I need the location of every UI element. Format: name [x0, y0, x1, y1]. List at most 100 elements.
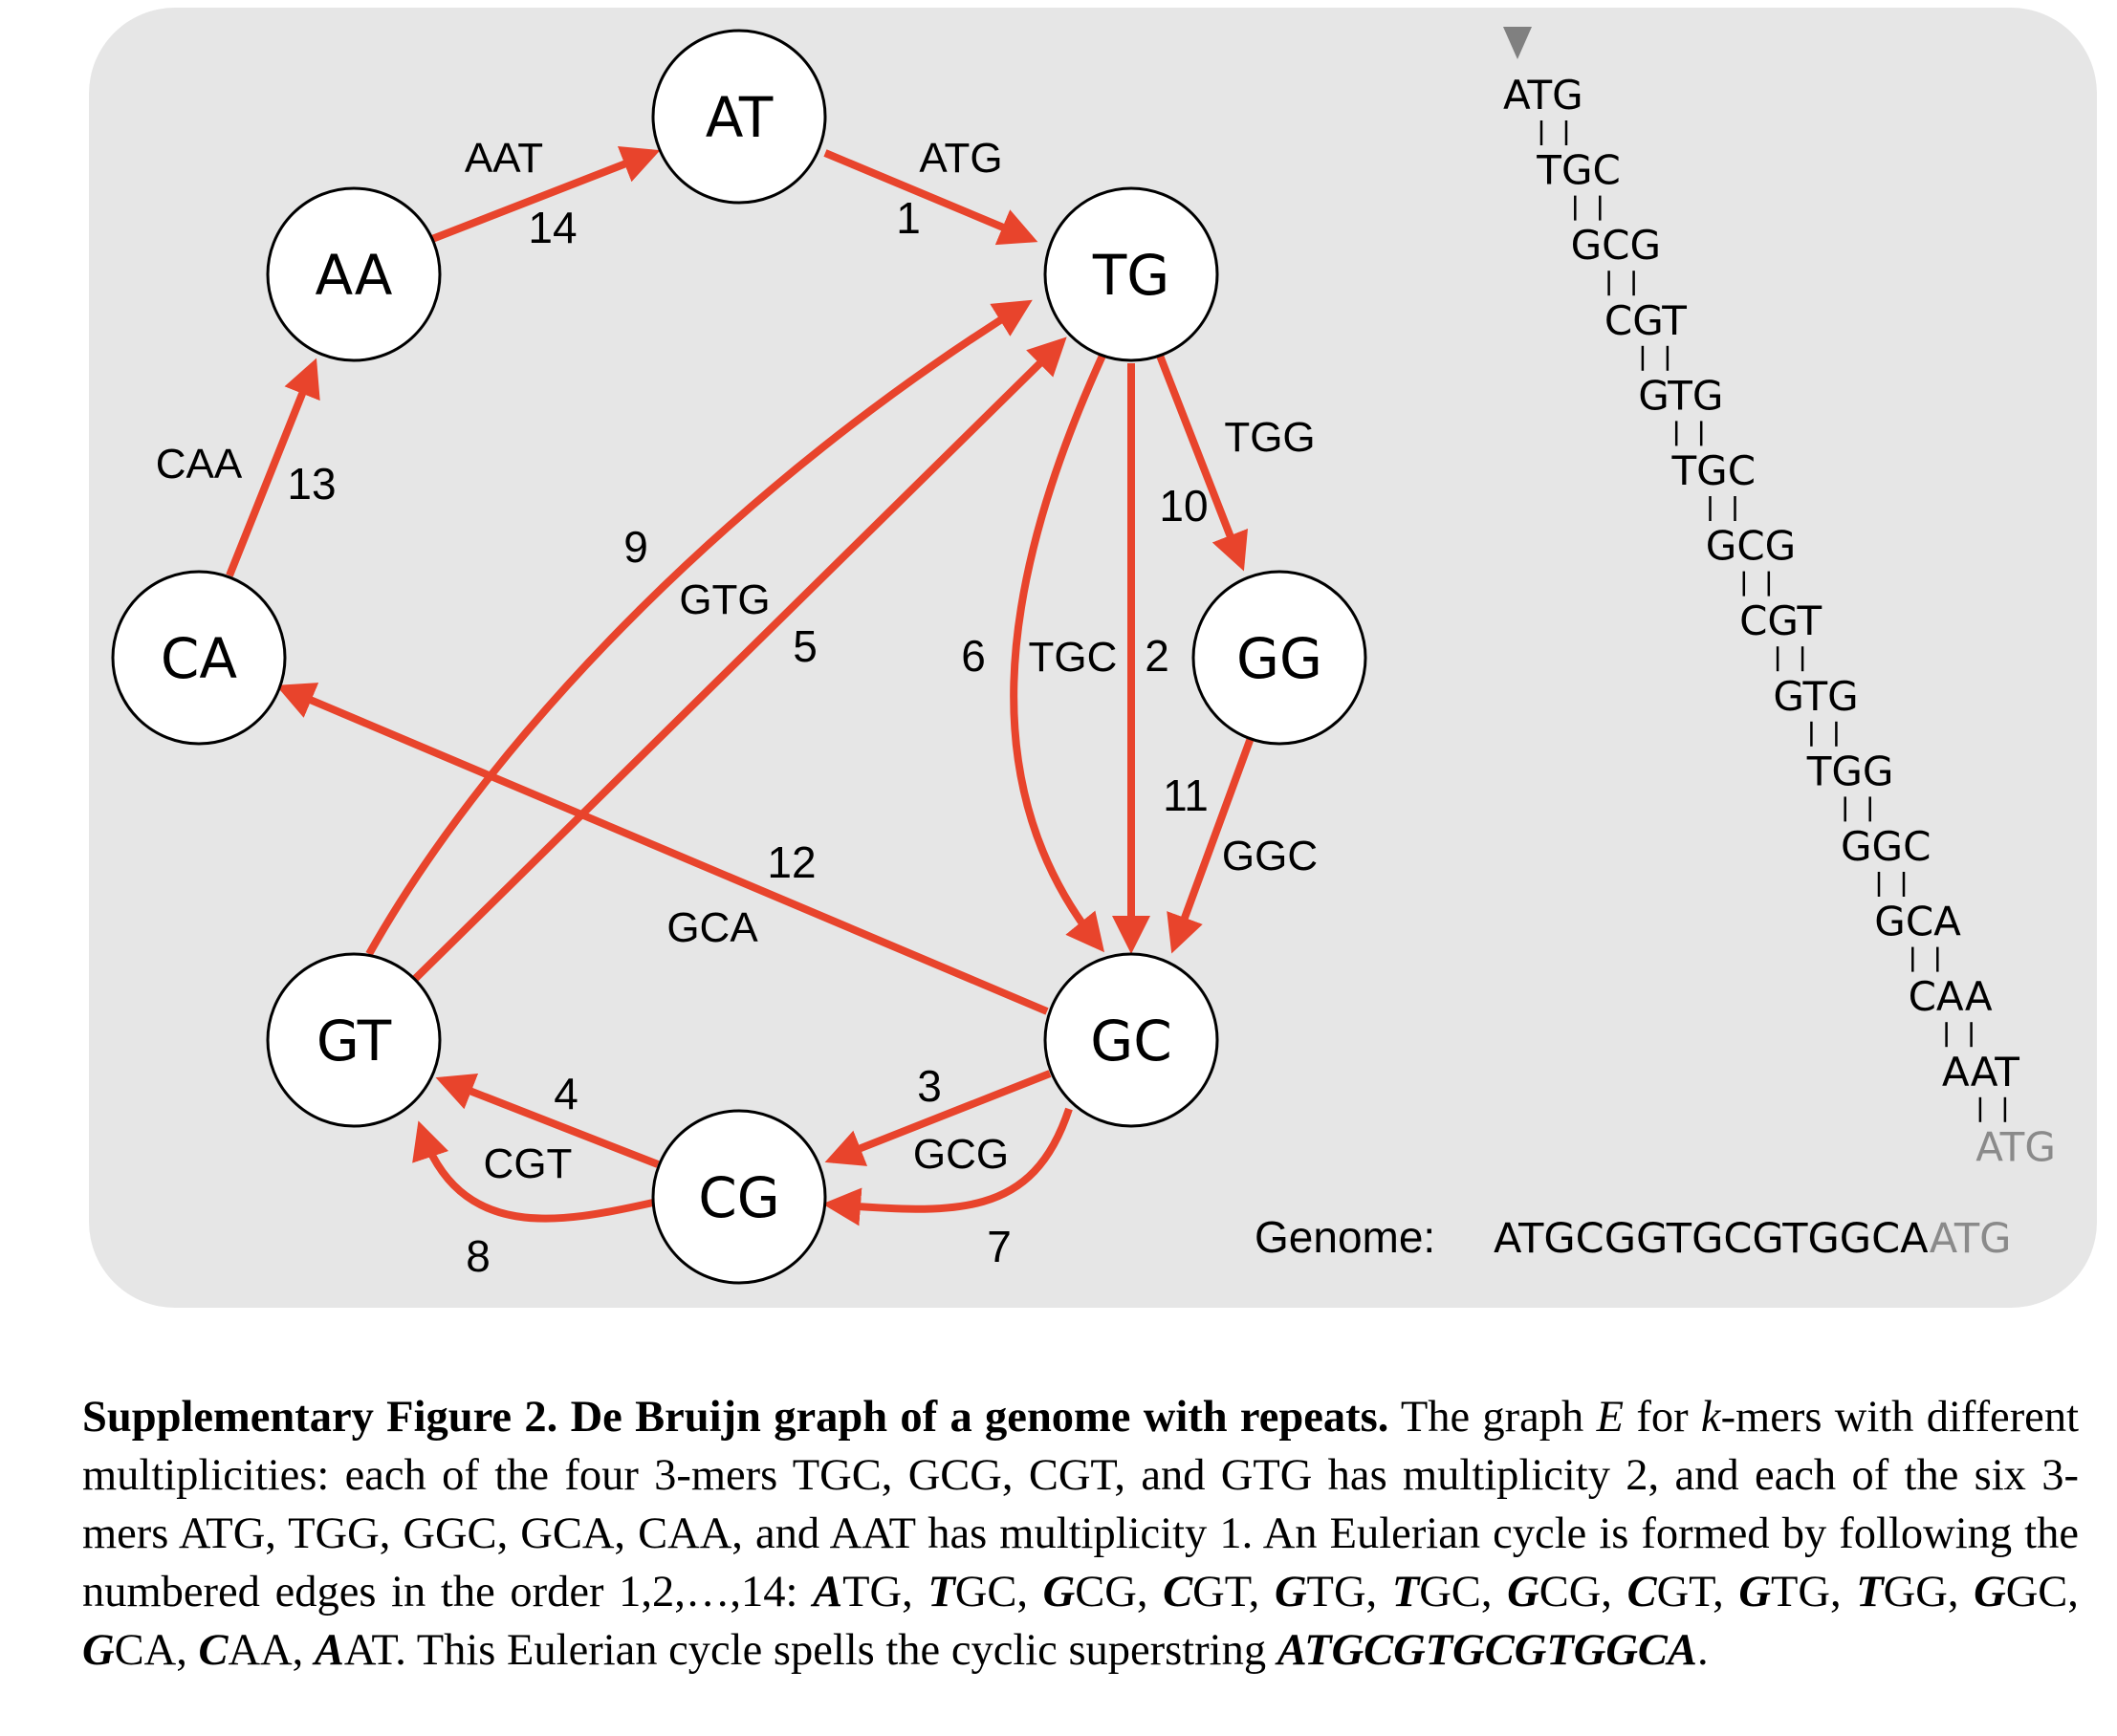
cycle-kmer-rest: GC, [2005, 1568, 2079, 1617]
cycle-kmer-rest: AT. [343, 1626, 406, 1675]
edge-e1-at-tg [823, 149, 1038, 246]
caption-text-5: . [1696, 1626, 1709, 1675]
node-aa: AA [266, 186, 442, 362]
genome-label: Genome: [1255, 1212, 1435, 1262]
edge-kmer-ggc: GGC [1222, 833, 1318, 879]
cycle-kmer-head: C [1163, 1568, 1193, 1617]
edge-number-10: 10 [1159, 481, 1208, 531]
caption-superstring: ATGCGTGCGTGGCA [1277, 1626, 1697, 1675]
edge-kmer-atg: ATG [919, 135, 1002, 182]
node-label-gg: GG [1236, 626, 1322, 691]
node-circle-aa [266, 186, 442, 362]
node-tg: TG [1043, 186, 1219, 362]
node-label-tg: TG [1092, 243, 1169, 308]
edge-e6-tg-gc [1010, 354, 1106, 953]
node-circle-at [651, 29, 827, 205]
edge-number-5: 5 [793, 621, 818, 671]
kmer-path-item: ATG [1503, 72, 1583, 119]
edge-number-12: 12 [767, 837, 816, 887]
edge-kmer-gca: GCA [666, 904, 758, 951]
node-label-aa: AA [316, 243, 393, 308]
kmer-path-item: GTG [1773, 673, 1858, 720]
edge-number-2: 2 [1145, 631, 1169, 681]
edge-number-4: 4 [554, 1069, 578, 1118]
cycle-kmer-head: G [1974, 1568, 2006, 1617]
node-label-cg: CG [698, 1165, 779, 1230]
cycle-kmer-rest: CG, [1539, 1568, 1627, 1617]
edge-e9-gt-tg [365, 299, 1033, 956]
cycle-kmer-head: G [82, 1626, 115, 1675]
cycle-kmer-rest: GC, [1419, 1568, 1508, 1617]
node-label-gt: GT [316, 1009, 392, 1074]
cycle-kmer-head: G [1274, 1568, 1307, 1617]
kmer-path: ATGTGCGCGCGTGTGTGCGCGCGTGTGTGGGGCGCACAAA… [1503, 72, 2056, 1170]
caption-title: Supplementary Figure 2. De Bruijn graph … [82, 1393, 1389, 1442]
node-circle-cg [651, 1109, 827, 1285]
cycle-kmer-rest: GG, [1883, 1568, 1975, 1617]
edge-e10-tg-gg [1156, 354, 1249, 572]
node-ca: CA [111, 570, 287, 746]
cycle-kmer-rest: TG, [842, 1568, 928, 1617]
edge-e14-aa-at [430, 145, 661, 243]
cycle-kmer-rest: GT, [1656, 1568, 1739, 1617]
caption-text-2: for [1624, 1393, 1701, 1442]
edge-number-13: 13 [287, 459, 336, 509]
edge-e4-cg-gt [435, 1074, 660, 1168]
kmer-path-item: CGT [1604, 297, 1687, 344]
cycle-kmer-rest: TG, [1770, 1568, 1857, 1617]
kmer-path-item: TGC [1536, 147, 1621, 194]
cycle-kmer-rest: CA, [114, 1626, 199, 1675]
edge-e12-gc-ca [275, 683, 1049, 1015]
kmer-path-item: GGC [1841, 823, 1931, 870]
edge-e8-cg-gt [412, 1120, 654, 1223]
node-gt: GT [266, 952, 442, 1128]
kmer-path-item: GCG [1571, 222, 1661, 269]
cycle-kmer-rest: TG, [1306, 1568, 1392, 1617]
edge-kmer-caa: CAA [156, 441, 243, 488]
caption-text-4: This Eulerian cycle spells the cyclic su… [405, 1626, 1277, 1675]
graph-panel [89, 8, 2097, 1308]
edge-number-3: 3 [917, 1061, 942, 1111]
edge-kmer-tgg: TGG [1224, 414, 1315, 461]
caption-text-3: -mers with different multiplicities: eac… [82, 1393, 2079, 1617]
kmer-path-item: ATG [1975, 1123, 2056, 1170]
cycle-kmer-head: C [1626, 1568, 1657, 1617]
edge-e3-gc-cg [824, 1070, 1052, 1166]
cycle-kmer-head: A [314, 1626, 344, 1675]
edge-kmer-aat: AAT [465, 135, 543, 182]
edge-kmer-tgc: TGC [1029, 634, 1118, 681]
kmer-path-item: CAA [1909, 973, 1993, 1020]
cycle-kmer-head: G [1042, 1568, 1076, 1617]
edge-kmer-cgt: CGT [484, 1140, 573, 1187]
node-cg: CG [651, 1109, 827, 1285]
genome-main: ATGCGGTGCGTGGCA [1494, 1215, 1930, 1263]
node-circle-gc [1043, 952, 1219, 1128]
edge-e13-ca-aa [226, 358, 320, 577]
edge-kmer-gtg: GTG [679, 576, 770, 623]
edges-layer [226, 145, 1255, 1226]
cycle-kmer-rest: GC, [954, 1568, 1043, 1617]
node-label-gc: GC [1090, 1009, 1171, 1074]
edge-number-7: 7 [987, 1222, 1012, 1271]
edge-e11-gg-gc [1167, 736, 1255, 954]
kmer-path-item: TGG [1806, 748, 1894, 794]
edge-e5-gt-tg [411, 336, 1067, 983]
cycle-kmer-head: C [198, 1626, 229, 1675]
node-at: AT [651, 29, 827, 205]
genome-sequence: ATGCGGTGCGTGGCAATG [1494, 1215, 2011, 1263]
kmer-path-item: AAT [1942, 1049, 2019, 1096]
edge-e7-gc-cg [822, 1107, 1073, 1226]
figure-caption: Supplementary Figure 2. De Bruijn graph … [82, 1388, 2079, 1680]
cycle-kmer-rest: CG, [1075, 1568, 1164, 1617]
edge-number-14: 14 [528, 203, 577, 252]
node-gg: GG [1191, 570, 1367, 746]
cycle-kmer-head: A [813, 1568, 843, 1617]
node-circle-gg [1191, 570, 1367, 746]
kmer-path-item: GTG [1638, 372, 1723, 419]
node-circle-gt [266, 952, 442, 1128]
cycle-kmer-rest: GT, [1192, 1568, 1275, 1617]
edge-number-8: 8 [466, 1231, 491, 1281]
kmer-path-item: TGC [1671, 447, 1757, 494]
